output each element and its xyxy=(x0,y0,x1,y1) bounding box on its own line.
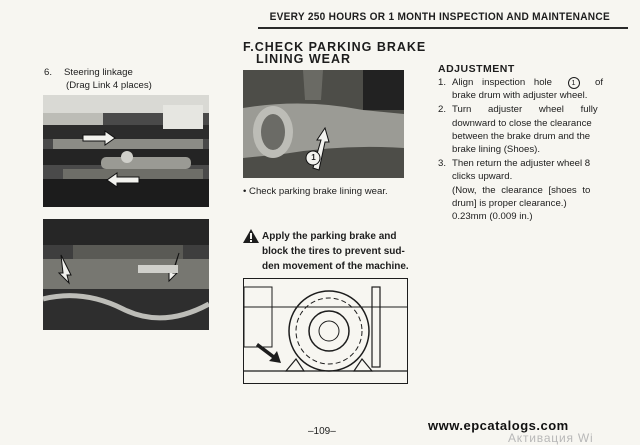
section-title-line2: LINING WEAR xyxy=(256,52,352,66)
step-1-callout: 1 xyxy=(567,76,580,89)
step-3-line1: Then return the adjuster wheel 8 xyxy=(452,158,591,170)
step-3-number: 3. xyxy=(438,158,447,170)
step-2-line2: downward to close the clearance xyxy=(452,117,592,129)
step-1-line2: brake drum with adjuster wheel. xyxy=(452,90,588,102)
item-subtitle: (Drag Link 4 places) xyxy=(66,80,152,91)
wheel-chock-diagram xyxy=(243,278,408,384)
step-3-line4: drum] is proper clearance.) xyxy=(452,197,567,209)
step-2-line3: between the brake drum and the xyxy=(452,130,591,142)
warning-line1: Apply the parking brake and xyxy=(262,231,397,242)
step-3-line2: clicks upward. xyxy=(452,171,513,183)
item-title: Steering linkage xyxy=(64,67,133,78)
step-2-number: 2. xyxy=(438,104,447,116)
page-number: –109– xyxy=(308,426,336,437)
steering-linkage-photo xyxy=(43,95,209,207)
step-1-line1-b: of xyxy=(594,77,603,88)
step-2: 2. Turn adjuster wheel fully downward to… xyxy=(438,103,603,156)
activation-watermark: Активация Wi xyxy=(508,431,594,445)
photo-callout-1: 1 xyxy=(311,153,316,162)
item-number: 6. xyxy=(44,67,53,78)
website-link[interactable]: www.epcatalogs.com xyxy=(428,418,569,433)
adjustment-steps: 1. Align inspection hole 1 of brake drum… xyxy=(438,76,603,223)
step-1-line1-a: Align inspection hole xyxy=(452,77,553,88)
step-2-line4: brake lining (Shoes). xyxy=(452,144,540,156)
warning-icon xyxy=(242,228,260,244)
step-3-line3: (Now, the clearance [shoes to xyxy=(452,184,591,196)
step-3-line5: 0.23mm (0.009 in.) xyxy=(452,211,533,223)
step-2-line1: Turn adjuster wheel fully xyxy=(452,104,598,116)
step-1-number: 1. xyxy=(438,77,447,88)
warning-line2: block the tires to prevent sud- xyxy=(262,246,405,257)
photo-caption: • Check parking brake lining wear. xyxy=(243,186,388,197)
warning-line3: den movement of the machine. xyxy=(262,261,409,272)
section-title-line1: F.CHECK PARKING BRAKE xyxy=(243,40,427,54)
header-rule xyxy=(258,27,628,29)
adjustment-title: ADJUSTMENT xyxy=(438,63,515,75)
drag-link-photo xyxy=(43,219,209,330)
brake-drum-photo: 1 xyxy=(243,70,404,178)
step-1: 1. Align inspection hole 1 of brake drum… xyxy=(438,76,603,102)
page-header-title: EVERY 250 HOURS OR 1 MONTH INSPECTION AN… xyxy=(269,11,610,23)
step-3: 3. Then return the adjuster wheel 8 clic… xyxy=(438,157,603,223)
